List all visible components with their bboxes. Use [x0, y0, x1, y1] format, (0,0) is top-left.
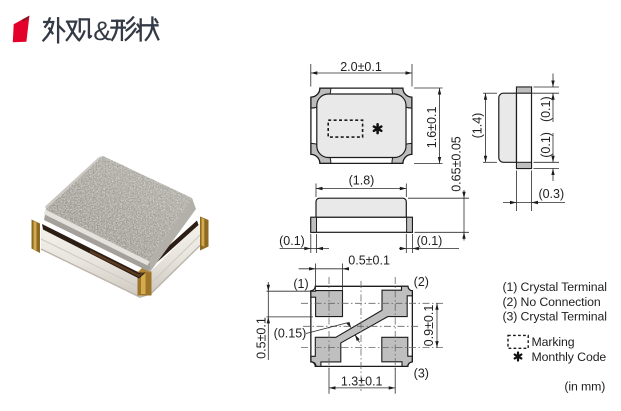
svg-text:Marking: Marking	[532, 335, 575, 349]
svg-text:(0.1): (0.1)	[417, 234, 443, 248]
svg-text:(0.1): (0.1)	[539, 132, 553, 158]
svg-text:(in mm): (in mm)	[564, 379, 605, 393]
svg-text:(0.3): (0.3)	[538, 187, 564, 201]
svg-text:(0.1): (0.1)	[539, 96, 553, 122]
svg-text:(3) Crystal Terminal: (3) Crystal Terminal	[503, 310, 607, 324]
svg-text:(0.1): (0.1)	[279, 234, 305, 248]
svg-text:(1) Crystal Terminal: (1) Crystal Terminal	[503, 280, 607, 294]
svg-text:(1.8): (1.8)	[349, 174, 375, 188]
svg-text:(3): (3)	[414, 367, 429, 381]
svg-text:0.9±0.1: 0.9±0.1	[422, 305, 436, 347]
svg-text:1.6±0.1: 1.6±0.1	[425, 107, 439, 149]
svg-text:2.0±0.1: 2.0±0.1	[340, 60, 382, 74]
svg-text:1.3±0.1: 1.3±0.1	[341, 374, 383, 388]
svg-text:0.5±0.1: 0.5±0.1	[255, 317, 269, 359]
svg-text:(2): (2)	[414, 275, 429, 289]
svg-text:(1.4): (1.4)	[471, 113, 485, 139]
svg-text:&: &	[93, 16, 111, 46]
svg-text:0.65±0.05: 0.65±0.05	[450, 136, 464, 192]
svg-text:(2) No Connection: (2) No Connection	[503, 295, 601, 309]
svg-text:(1): (1)	[293, 277, 308, 291]
svg-text:Monthly Code: Monthly Code	[532, 350, 607, 364]
svg-text:0.5±0.1: 0.5±0.1	[348, 254, 390, 268]
svg-text:(0.15): (0.15)	[274, 326, 307, 340]
